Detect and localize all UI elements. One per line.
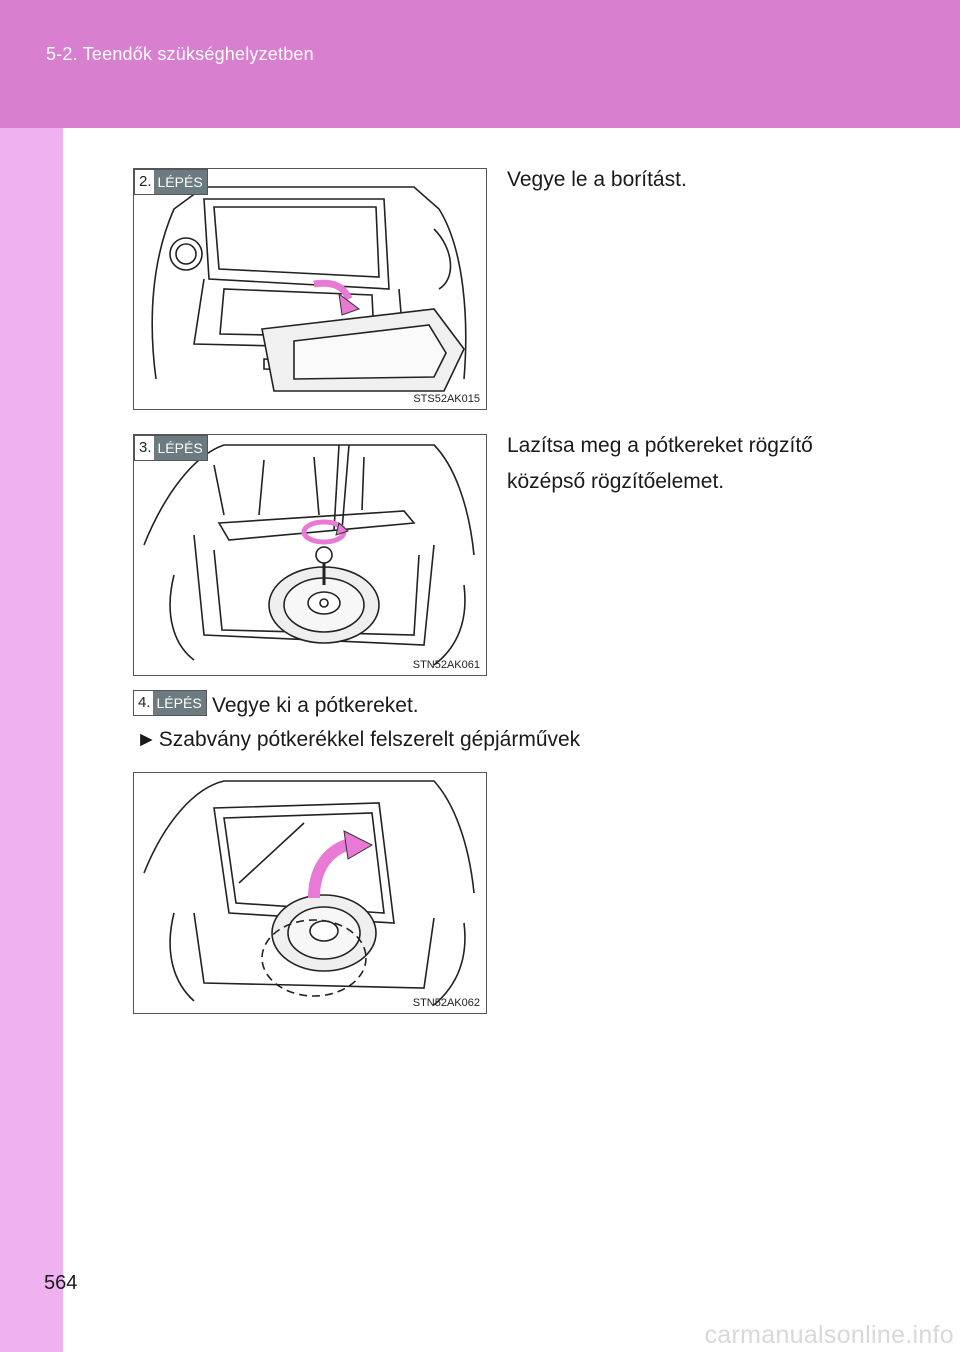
page-number: 564 [44, 1272, 78, 1294]
step-badge-2: 2. LÉPÉS [134, 169, 208, 195]
figure-code: STN52AK061 [412, 659, 480, 671]
figure-remove-cover: 2. LÉPÉS STS52AK015 [133, 168, 487, 410]
side-strip [0, 128, 63, 1352]
figure-remove-spare: STN52AK062 [133, 772, 487, 1014]
remove-spare-wheel-illustration [143, 780, 475, 1006]
step-2-text: Vegye le a borítást. [507, 168, 687, 191]
step-badge-3: 3. LÉPÉS [134, 435, 208, 461]
step-4-text: Vegye ki a pótkereket. [212, 694, 419, 717]
figure-code: STS52AK015 [413, 393, 480, 405]
step-badge-4: 4. LÉPÉS [133, 690, 207, 716]
vehicle-variant-note: ►Szabvány pótkerékkel felszerelt gépjárm… [136, 722, 580, 758]
triangle-bullet-icon: ► [136, 728, 157, 751]
trunk-cover-illustration [151, 186, 467, 392]
section-title: 5-2. Teendők szükséghelyzetben [46, 44, 314, 64]
chapter-header: 5-2. Teendők szükséghelyzetben [0, 0, 960, 128]
spare-wheel-bolt-illustration [143, 444, 475, 666]
figure-code: STN52AK062 [412, 997, 480, 1009]
figure-loosen-bolt: 3. LÉPÉS STN52AK061 [133, 434, 487, 676]
step-3-text: Lazítsa meg a pótkereket rögzítő középső… [507, 434, 813, 493]
variant-text: Szabvány pótkerékkel felszerelt gépjármű… [158, 728, 581, 751]
watermark: carmanualsonline.info [704, 1321, 954, 1349]
